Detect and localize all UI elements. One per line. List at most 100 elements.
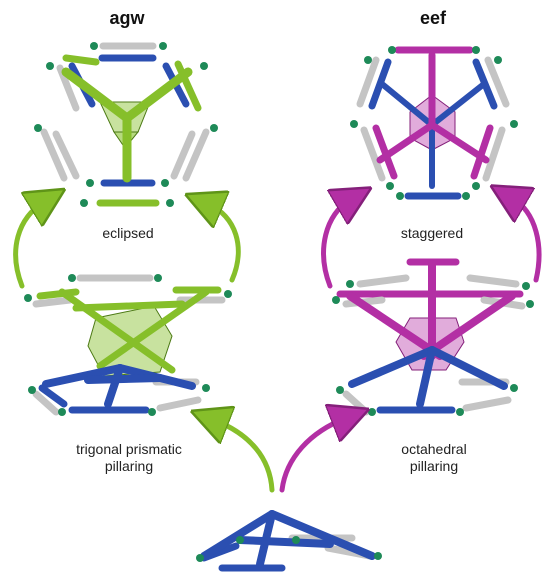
- trig-node: [58, 408, 66, 416]
- base-layer-unit: [196, 510, 382, 572]
- eef-blue-arm: [429, 81, 487, 128]
- eef-node: [364, 56, 372, 64]
- eef-magenta-arm: [376, 121, 436, 164]
- label-eclipsed: eclipsed: [102, 225, 154, 241]
- eef-linker-gray: [360, 126, 386, 182]
- agw-node: [210, 124, 218, 132]
- eef-node: [396, 192, 404, 200]
- upper-linker-gray: [32, 296, 74, 308]
- upper-linker-gray: [466, 274, 520, 288]
- lower-tritopic-arm: [104, 364, 124, 408]
- octa-blue-arm: [348, 346, 436, 388]
- octa-node: [368, 408, 376, 416]
- trigonal-prismatic-unit: [24, 274, 232, 416]
- base-tritopic-arm: [200, 510, 276, 560]
- trig-node: [224, 290, 232, 298]
- label-octahedral-line2: pillaring: [409, 458, 459, 474]
- eef-node: [494, 56, 502, 64]
- trig-node: [68, 274, 76, 282]
- eef-node: [462, 192, 470, 200]
- label-trigonal-line2: pillaring: [104, 458, 154, 474]
- octa-magenta-arm: [420, 292, 516, 360]
- agw-tritopic-arm: [61, 67, 132, 123]
- upper-linker-green: [36, 288, 80, 300]
- eef-node: [350, 120, 358, 128]
- eef-node: [472, 46, 480, 54]
- label-trigonal-line1: trigonal prismatic: [76, 441, 182, 457]
- label-trigonal-prismatic-pillaring: trigonal prismatic pillaring: [44, 441, 214, 475]
- label-staggered: staggered: [400, 225, 464, 241]
- agw-linker-gray: [182, 128, 210, 182]
- eef-linker-gray: [484, 56, 510, 108]
- arrow-magenta-left: [321, 200, 350, 289]
- eef-blue-arm: [379, 81, 435, 128]
- octahedral-unit: [332, 258, 534, 416]
- trig-node: [148, 408, 156, 416]
- eef-node: [386, 182, 394, 190]
- octa-blue-arm: [416, 346, 436, 408]
- agw-node: [86, 179, 94, 187]
- octa-node: [526, 300, 534, 308]
- upper-linker-green: [72, 300, 186, 312]
- base-tritopic-arm: [236, 536, 334, 548]
- agw-node: [159, 42, 167, 50]
- base-node: [236, 536, 244, 544]
- eef-linker-gray: [482, 126, 506, 182]
- base-node: [374, 552, 382, 560]
- trig-node: [154, 274, 162, 282]
- agw-eclipsed-framework: [34, 42, 218, 207]
- eef-node: [388, 46, 396, 54]
- arrow-green-left: [13, 202, 44, 289]
- agw-linker-gray: [170, 130, 196, 180]
- octa-node: [332, 296, 340, 304]
- agw-node: [166, 199, 174, 207]
- octa-blue-arm: [428, 346, 508, 390]
- agw-linker-green: [62, 54, 100, 66]
- arrow-magenta-bottom: [279, 418, 346, 493]
- eef-staggered-framework: [350, 46, 518, 200]
- lower-tritopic-arm: [84, 374, 164, 384]
- agw-linker-gray: [52, 130, 80, 180]
- lower-linker-gray: [156, 396, 202, 412]
- eef-linker-magenta: [470, 124, 494, 180]
- upper-linker-gray: [356, 274, 410, 288]
- lower-tritopic-arm: [42, 364, 124, 388]
- lower-linker-gray: [462, 396, 512, 412]
- lower-linker-gray: [342, 390, 370, 416]
- lower-linker-gray: [32, 390, 60, 416]
- trig-node: [202, 384, 210, 392]
- upper-linker-green: [96, 288, 210, 370]
- trig-node: [28, 386, 36, 394]
- agw-linker-green: [174, 60, 202, 112]
- base-tritopic-arm: [268, 510, 376, 560]
- agw-node: [46, 62, 54, 70]
- agw-node: [161, 179, 169, 187]
- label-octahedral-line1: octahedral: [401, 441, 467, 457]
- base-node: [292, 536, 300, 544]
- agw-node: [80, 199, 88, 207]
- arrow-green-bottom: [214, 420, 275, 493]
- agw-linker-gray: [40, 128, 68, 182]
- label-octahedral-pillaring: octahedral pillaring: [364, 441, 504, 475]
- arrow-magenta-right: [512, 198, 542, 283]
- eef-node: [510, 120, 518, 128]
- agw-node: [200, 62, 208, 70]
- octa-node: [510, 384, 518, 392]
- agw-node: [90, 42, 98, 50]
- trig-node: [24, 294, 32, 302]
- octa-node: [456, 408, 464, 416]
- octa-magenta-arm: [346, 292, 444, 360]
- agw-node: [34, 124, 42, 132]
- eef-linker-gray: [356, 56, 380, 108]
- eef-linker-magenta: [372, 124, 398, 180]
- eef-node: [472, 182, 480, 190]
- base-node: [196, 554, 204, 562]
- octa-node: [522, 282, 530, 290]
- title-agw: agw: [109, 8, 145, 28]
- lower-linker-blue: [38, 384, 68, 408]
- arrows: [13, 198, 542, 493]
- eef-magenta-arm: [428, 121, 490, 164]
- octa-node: [346, 280, 354, 288]
- octa-node: [336, 386, 344, 394]
